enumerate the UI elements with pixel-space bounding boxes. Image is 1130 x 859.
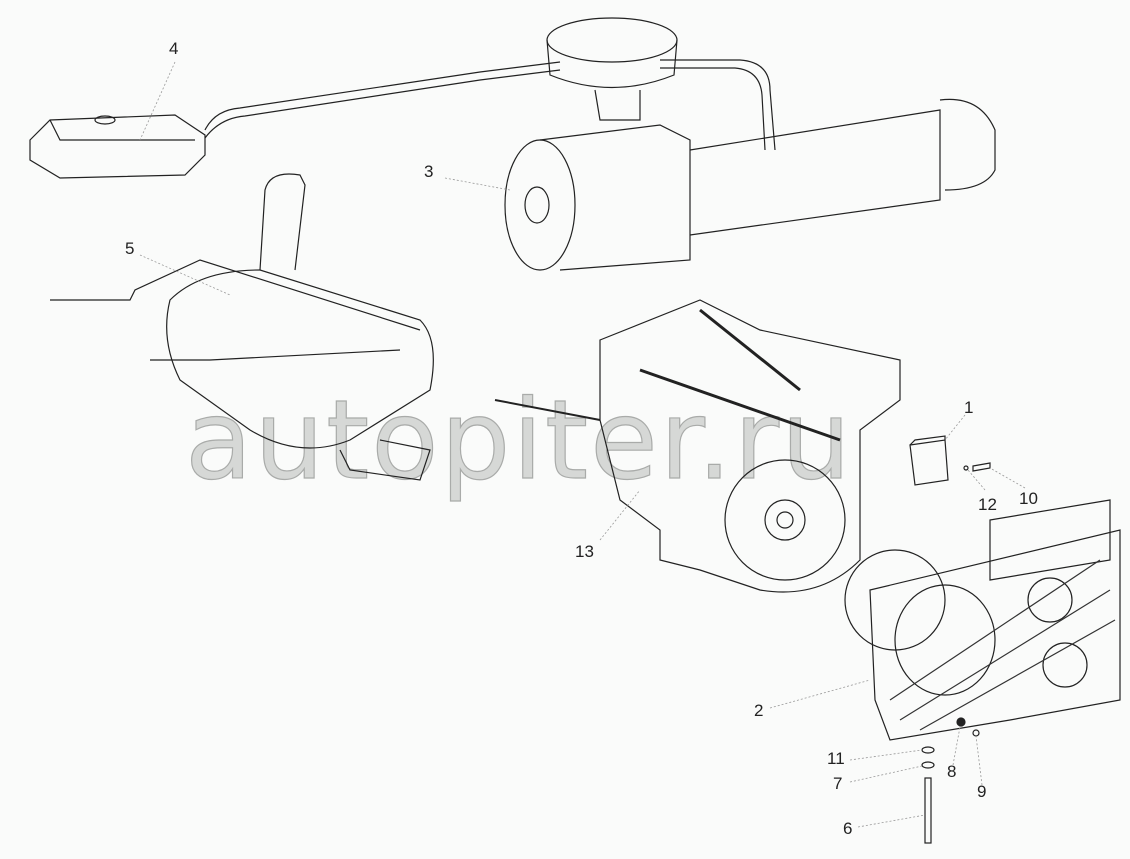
callout-6[interactable]: 6 (843, 819, 853, 838)
part-washer-bolt[interactable] (963, 465, 969, 471)
callout-13[interactable]: 13 (575, 542, 594, 561)
callout-2[interactable]: 2 (754, 701, 764, 720)
part-washer[interactable] (921, 761, 935, 769)
part-battery-box[interactable] (909, 435, 949, 486)
callout-12[interactable]: 12 (978, 495, 997, 514)
part-nut[interactable] (956, 717, 966, 727)
part-air-cleaner[interactable] (504, 98, 996, 271)
watermark: autopiter.ru (184, 376, 853, 504)
callout-3[interactable]: 3 (424, 162, 434, 181)
part-engine[interactable] (494, 299, 901, 593)
callout-1[interactable]: 1 (964, 398, 974, 417)
part-muffler[interactable] (50, 173, 434, 481)
part-washer-small[interactable] (972, 729, 980, 737)
leader-lines (139, 61, 1026, 828)
part-stud[interactable] (924, 777, 932, 844)
callout-11[interactable]: 11 (827, 749, 845, 768)
callout-10[interactable]: 10 (1019, 489, 1038, 508)
part-air-intake-cap[interactable] (546, 17, 678, 121)
callout-5[interactable]: 5 (125, 239, 135, 258)
part-nut-lower[interactable] (921, 746, 935, 754)
callout-8[interactable]: 8 (947, 762, 957, 781)
part-bolt[interactable] (972, 462, 991, 472)
part-expansion-tank[interactable] (29, 114, 206, 179)
callout-9[interactable]: 9 (977, 782, 987, 801)
part-pipe-lines (204, 59, 776, 151)
callout-4[interactable]: 4 (169, 39, 179, 58)
part-radiator[interactable] (844, 499, 1121, 741)
callout-7[interactable]: 7 (833, 774, 843, 793)
